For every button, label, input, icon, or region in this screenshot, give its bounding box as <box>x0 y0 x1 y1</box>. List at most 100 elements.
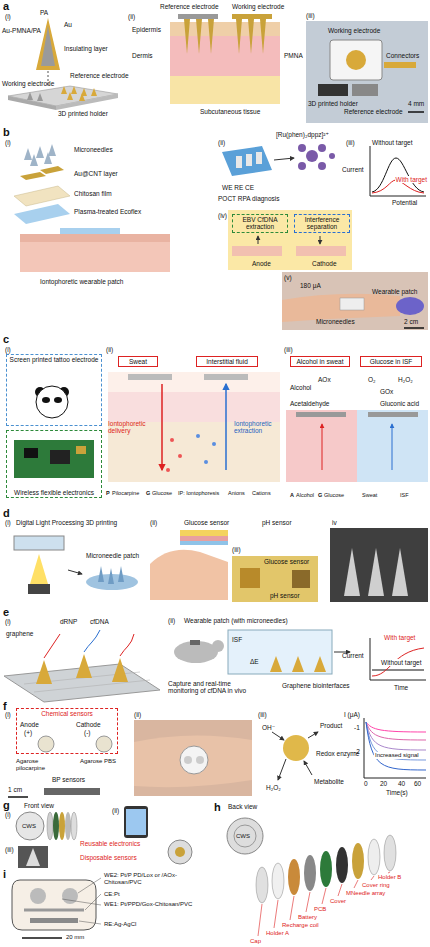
illustration-rect <box>282 272 428 330</box>
text-label: 40 <box>398 780 405 787</box>
text-label: dRNP <box>60 618 77 625</box>
text-label: Time <box>394 684 408 691</box>
illustration-polygon <box>344 548 360 596</box>
illustration-circle <box>36 386 68 418</box>
illustration-path <box>84 630 100 652</box>
illustration-rect <box>368 412 418 417</box>
text-label: Potential <box>392 199 417 206</box>
text-label: G <box>146 490 150 496</box>
illustration-path <box>150 550 228 600</box>
text-label: Graphene biointerfaces <box>282 682 350 689</box>
illustration-rect <box>44 788 100 795</box>
illustration-line <box>274 158 294 160</box>
text-label: Redox enzyme <box>316 750 359 757</box>
illustration-ellipse <box>272 863 284 899</box>
text-label: Pilocarpine <box>112 490 139 496</box>
illustration-line <box>338 884 342 896</box>
text-label: Working electrode <box>328 27 380 34</box>
panel-letter: f <box>3 700 7 713</box>
illustration-circle <box>212 640 224 652</box>
text-label: Glucose sensor <box>184 519 229 526</box>
text-label: 1 cm <box>8 786 22 793</box>
text-label: I (μA) <box>344 711 360 718</box>
text-label: POCT RPA diagnosis <box>218 195 280 202</box>
illustration-line <box>79 921 101 924</box>
text-box: Glucose in ISF <box>360 356 422 367</box>
illustration-polygon <box>236 19 242 54</box>
illustration-polygon <box>260 19 266 54</box>
text-label: Time(s) <box>386 789 408 796</box>
text-label: 4 mm <box>408 100 424 107</box>
illustration-g <box>98 566 124 584</box>
text-label: Gluconic acid <box>380 400 419 407</box>
illustration-circle <box>168 840 192 864</box>
panel-letter: c <box>3 333 9 346</box>
illustration-path <box>366 722 426 750</box>
illustration-rect <box>128 374 172 380</box>
text-box: EBV CfDNA extraction <box>232 214 288 233</box>
illustration-circle <box>227 818 263 854</box>
illustration-polygon <box>14 186 70 206</box>
illustration-ellipse <box>320 851 332 887</box>
illustration-rect <box>126 809 146 835</box>
text-label: Capture and real-time monitoring of cfDN… <box>168 680 252 695</box>
text-label: Back view <box>228 803 257 810</box>
illustration-ellipse <box>53 812 59 840</box>
text-label: Glucose <box>324 492 344 498</box>
illustration-path <box>24 909 84 912</box>
illustration-polygon <box>270 656 282 672</box>
illustration-circle <box>329 153 335 159</box>
illustration-rect <box>340 298 364 310</box>
text-label: WE2: Pt/P PD/Lox or /AOx-Chitosan/PVC <box>104 872 212 886</box>
text-label: WE RE CE <box>222 184 254 191</box>
text-label: (i) <box>5 13 11 20</box>
text-label: graphene <box>6 630 33 637</box>
text-label: Glucose <box>152 490 172 496</box>
illustration-polygon <box>37 93 43 101</box>
text-label: Agarose PBS <box>80 758 120 765</box>
text-label: Microneedles <box>316 318 355 325</box>
illustration-polygon <box>79 93 85 101</box>
text-label: (ii) <box>134 711 141 718</box>
illustration-polygon <box>112 658 128 682</box>
illustration-g <box>24 144 56 166</box>
illustration-polygon <box>292 656 304 672</box>
illustration-ellipse <box>71 812 77 840</box>
text-label: Sweat <box>362 492 377 498</box>
text-label: With target <box>384 634 415 641</box>
illustration-rect <box>30 918 78 923</box>
text-label: Glucose sensor <box>264 558 309 565</box>
illustration-ellipse <box>304 855 316 891</box>
text-label: Anions <box>228 490 245 496</box>
illustration-rect <box>330 528 428 602</box>
text-label: Current <box>342 652 364 659</box>
illustration-rect <box>180 536 228 541</box>
illustration-rect <box>236 156 242 168</box>
text-label: -2 <box>354 748 360 755</box>
illustration-g <box>258 872 390 936</box>
text-label: Holder A <box>266 930 289 937</box>
text-label: (iii) <box>232 546 241 553</box>
text-label: A <box>290 492 294 498</box>
illustration-path <box>372 648 424 676</box>
illustration-polygon <box>41 26 55 66</box>
illustration-polygon <box>36 146 44 158</box>
illustration-rect <box>357 410 428 482</box>
text-label: Reference electrode <box>70 72 129 79</box>
illustration-ellipse <box>288 859 300 895</box>
text-label: iv <box>332 519 337 526</box>
text-label: BP sensors <box>52 776 85 783</box>
illustration-rect <box>190 640 200 645</box>
illustration-line <box>258 904 262 936</box>
illustration-polygon <box>222 146 272 176</box>
illustration-path <box>366 722 426 760</box>
illustration-path <box>372 670 424 671</box>
text-label: (ii) <box>150 519 157 526</box>
panel-letter: i <box>3 868 6 881</box>
box-text: Glucose in ISF <box>363 358 419 365</box>
illustration-rect <box>76 446 86 454</box>
text-label: pH sensor <box>262 519 292 526</box>
illustration-rect <box>232 14 272 19</box>
illustration-rect <box>108 372 280 482</box>
illustration-circle <box>178 454 182 458</box>
